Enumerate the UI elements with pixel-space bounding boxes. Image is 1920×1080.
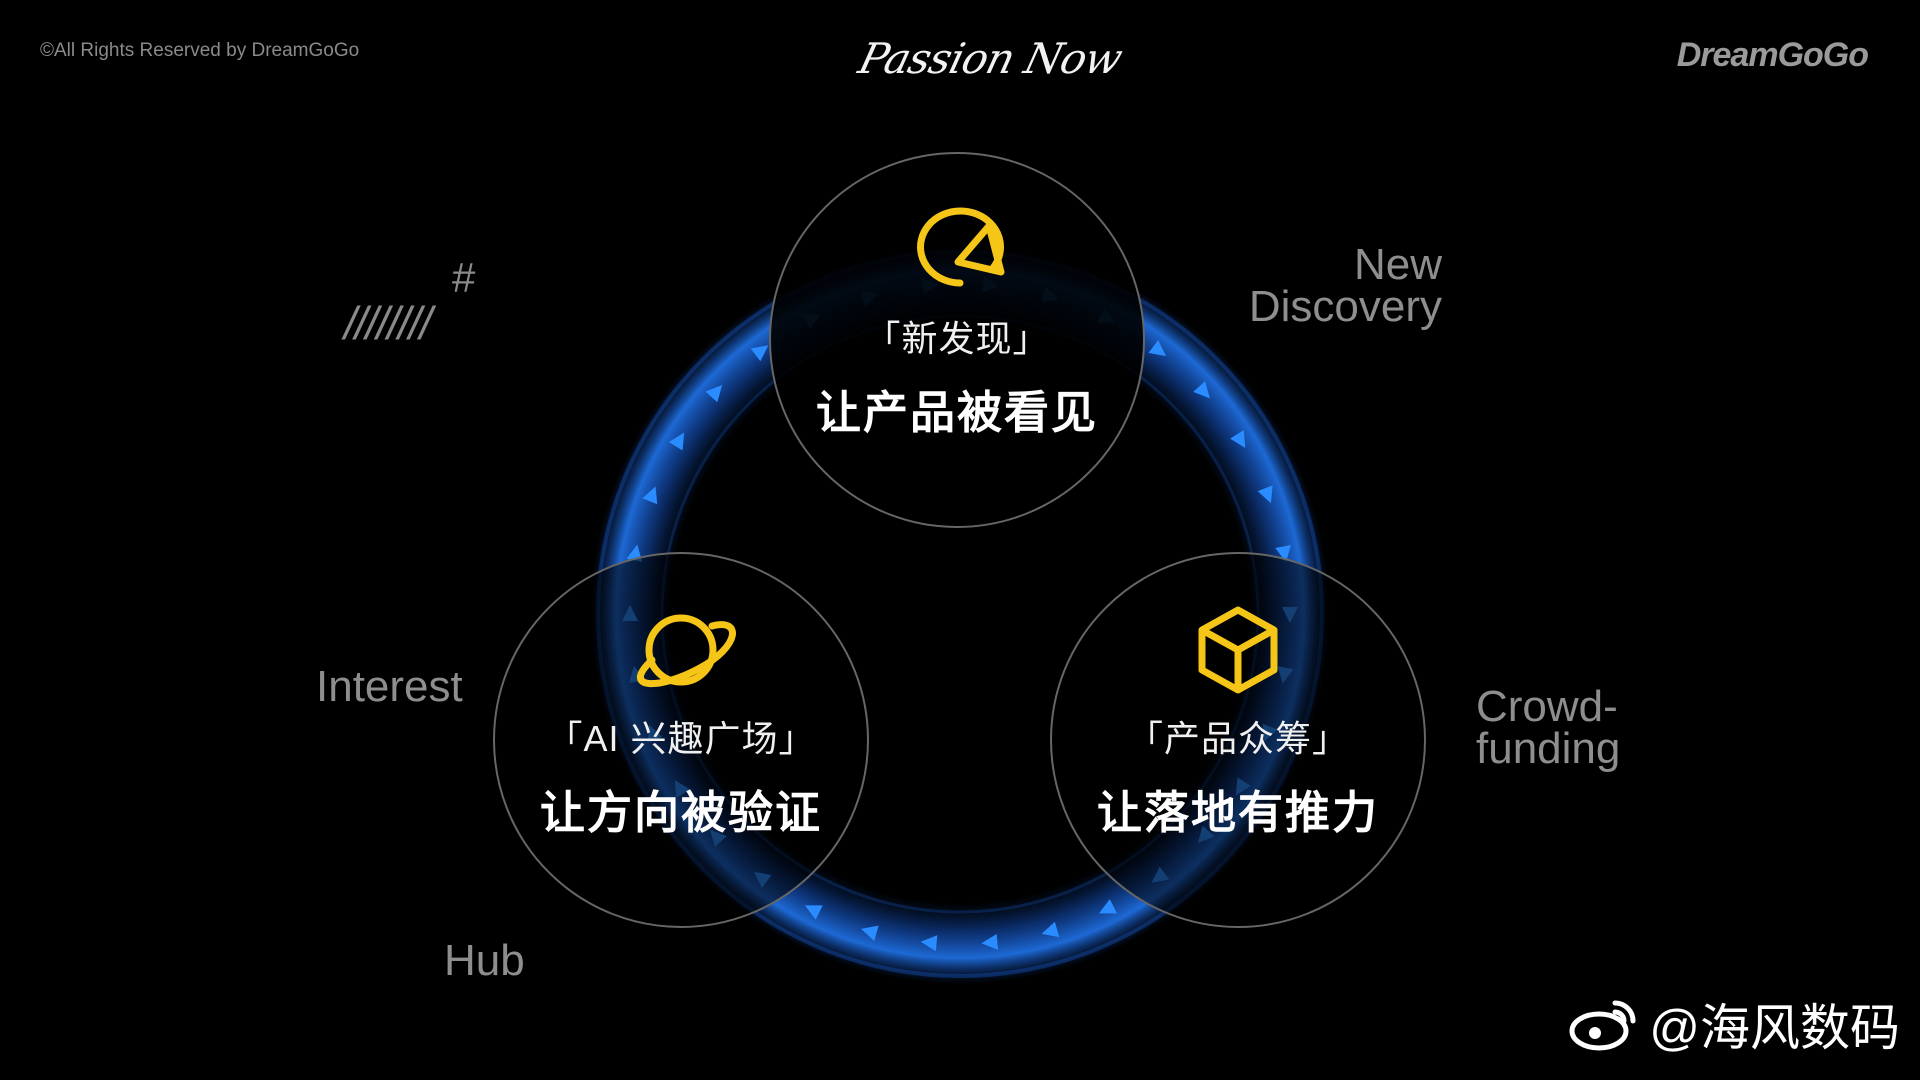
flow-arrow <box>1275 545 1291 563</box>
slash-pattern: //////// <box>344 297 432 349</box>
node-circle-left <box>493 552 869 928</box>
weibo-watermark: @海风数码 <box>1569 988 1900 1060</box>
flow-arrow <box>668 432 685 451</box>
node-circle-top <box>769 152 1145 528</box>
planet-icon <box>637 614 736 687</box>
hash-symbol: # <box>452 254 476 301</box>
node-title: 「AI 兴趣广场」 <box>546 718 816 759</box>
flow-arrow <box>1230 430 1246 448</box>
node-subtitle: 让方向被验证 <box>539 787 822 838</box>
flow-arrow <box>861 925 879 942</box>
flow-arrow <box>1148 340 1167 357</box>
node-new-discovery: 「新发现」 让产品被看见 <box>769 310 1145 441</box>
node-subtitle: 让产品被看见 <box>815 387 1098 438</box>
flow-arrow <box>750 345 769 362</box>
watermark-text: @海风数码 <box>1649 1000 1900 1056</box>
label-interest: Interest <box>316 662 463 711</box>
label-new-line1: New <box>1353 240 1442 289</box>
label-crowd-line1: Crowd- <box>1476 682 1618 731</box>
label-hub: Hub <box>444 936 525 985</box>
flow-arrow <box>642 486 658 505</box>
dreamgogo-logo: DreamGoGo <box>1676 36 1869 74</box>
label-new-line2: Discovery <box>1248 282 1442 331</box>
flow-arrow <box>1041 921 1060 938</box>
node-title: 「产品众筹」 <box>1126 718 1349 759</box>
cube-icon <box>1198 606 1278 694</box>
flow-arrow <box>920 935 938 952</box>
node-title: 「新发现」 <box>864 318 1050 359</box>
flow-arrow <box>1257 485 1273 504</box>
flow-arrow <box>804 905 823 920</box>
label-crowd-line2: funding <box>1476 724 1621 773</box>
megaphone-icon <box>917 207 1005 287</box>
flow-arrow <box>1193 381 1210 399</box>
label-crowdfunding: Crowd- funding <box>1476 682 1621 773</box>
weibo-icon <box>1569 1000 1636 1051</box>
node-crowdfunding: 「产品众筹」 让落地有推力 <box>1050 710 1426 841</box>
node-subtitle: 让落地有推力 <box>1096 787 1379 838</box>
copyright-text: ©All Rights Reserved by DreamGoGo <box>40 40 360 61</box>
flow-arrow <box>1099 899 1117 914</box>
node-circle-right <box>1050 552 1426 928</box>
flow-arrow <box>705 385 723 403</box>
node-ai-interest-hub: 「AI 兴趣广场」 让方向被验证 <box>493 710 869 841</box>
flow-arrow <box>981 933 999 950</box>
label-new-discovery: New Discovery <box>1248 240 1442 331</box>
